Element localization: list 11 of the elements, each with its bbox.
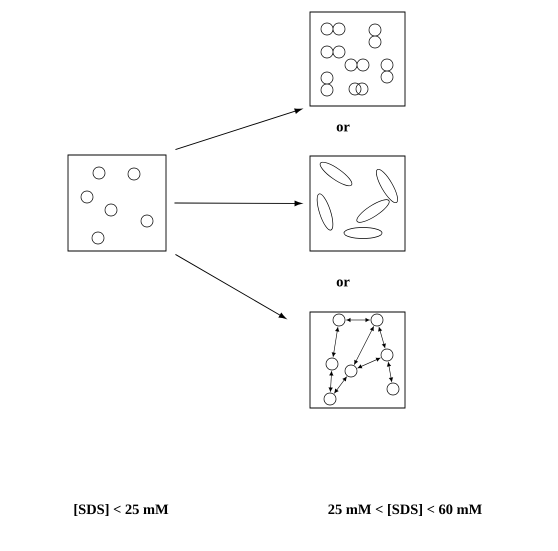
label: 25 mM < [SDS] < 60 mM xyxy=(328,504,482,516)
panel-box xyxy=(310,12,406,106)
arrow xyxy=(174,200,302,206)
arrow xyxy=(175,108,302,150)
arrow xyxy=(175,254,286,319)
label: or xyxy=(336,124,350,132)
panel-box xyxy=(310,156,406,252)
label: [SDS] < 25 mM xyxy=(74,504,168,516)
label: or xyxy=(336,280,350,286)
panel-box xyxy=(68,154,166,252)
panel-box xyxy=(310,312,406,408)
